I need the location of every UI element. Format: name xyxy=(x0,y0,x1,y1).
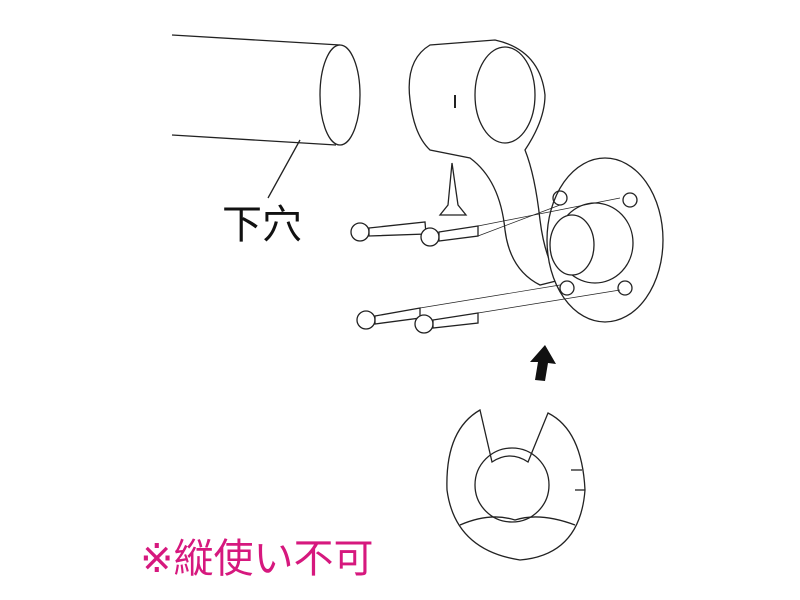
handrail-pipe xyxy=(171,34,361,199)
pilot-hole-label: 下穴 xyxy=(222,202,302,248)
screw-vertical xyxy=(438,162,468,216)
split-cover xyxy=(446,409,586,561)
screw xyxy=(356,307,421,330)
vertical-use-prohibited-note: ※縦使い不可 xyxy=(140,536,374,582)
screws xyxy=(350,162,621,334)
wall-plate xyxy=(546,157,664,323)
screw xyxy=(414,312,479,334)
bracket xyxy=(408,39,562,286)
arrow-up-icon xyxy=(530,345,556,381)
screw xyxy=(350,221,427,242)
screw xyxy=(420,225,479,247)
